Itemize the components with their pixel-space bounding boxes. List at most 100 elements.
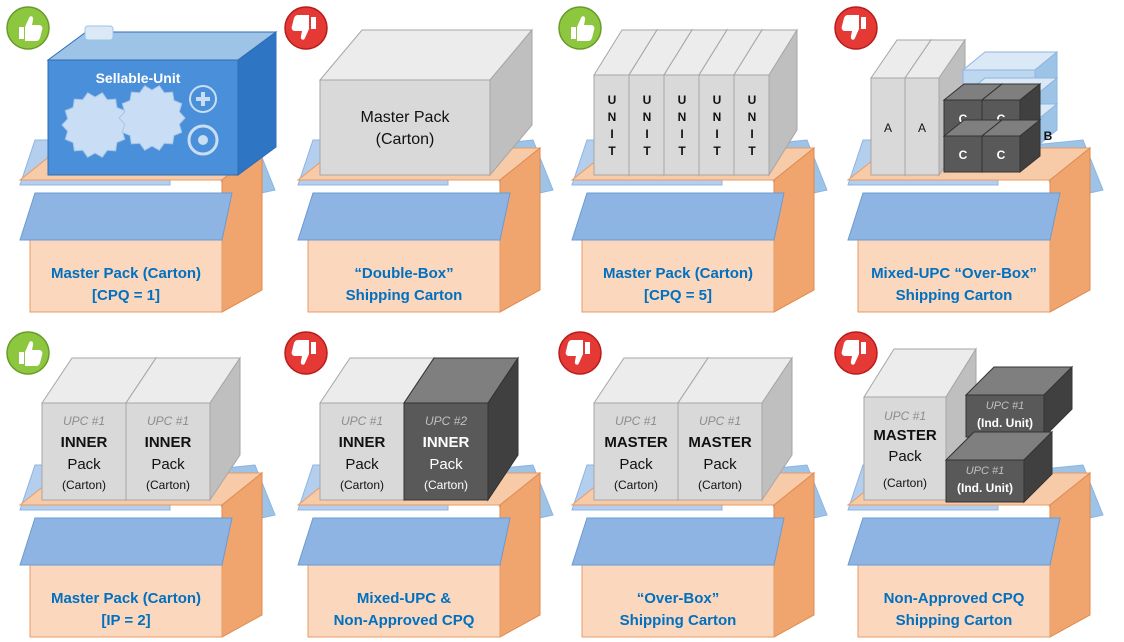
caption-line: Mixed-UPC “Over-Box” <box>871 265 1037 282</box>
carton-front-flap <box>297 517 511 566</box>
carton-front-flap <box>847 517 1061 566</box>
plus-cross <box>196 92 210 106</box>
thumb-cuff <box>571 27 576 39</box>
thumb-cuff <box>861 342 866 354</box>
unit-letter: U <box>608 93 617 107</box>
upc-label: UPC #1 <box>147 414 189 428</box>
unit-letter: T <box>678 144 686 158</box>
thumbs-up-icon <box>558 6 602 50</box>
carton-front <box>29 239 223 313</box>
box-front <box>628 74 665 176</box>
thumbs-down-icon <box>284 6 328 50</box>
caption-line: [CPQ = 1] <box>92 287 160 304</box>
thumb-cuff <box>861 17 866 29</box>
caption-line: Shipping Carton <box>346 287 463 304</box>
item-c: C <box>980 118 1042 174</box>
box-front <box>319 402 405 501</box>
unit-letter: I <box>610 127 613 141</box>
thumbs-down-icon <box>834 6 878 50</box>
pack-line-3: (Carton) <box>883 476 927 490</box>
thumbs-down-icon <box>284 331 328 375</box>
unit-title: Sellable-Unit <box>96 70 181 86</box>
carton-front <box>307 564 501 638</box>
caption-line: Non-Approved CPQ <box>334 612 475 629</box>
item-a-label: A <box>884 121 892 135</box>
ind-unit-box: UPC #1 (Ind. Unit) <box>964 365 1074 439</box>
unit-letter: U <box>678 93 687 107</box>
unit-letter: T <box>643 144 651 158</box>
caption-line: Non-Approved CPQ <box>884 590 1025 607</box>
item-c-label: C <box>997 148 1006 162</box>
upc-label: UPC #1 <box>966 465 1005 477</box>
carton-front <box>581 564 775 638</box>
pack-line-3: (Carton) <box>698 478 742 492</box>
thumb-hand <box>291 15 309 40</box>
target-icon <box>187 124 219 156</box>
caption-line: [IP = 2] <box>101 612 150 629</box>
thumb-cuff <box>311 342 316 354</box>
pack-line-3: (Carton) <box>340 478 384 492</box>
thumb-hand <box>565 340 583 365</box>
thumb-hand <box>841 15 859 40</box>
box-front <box>870 77 906 176</box>
unit-letter: N <box>748 110 757 124</box>
box-front <box>593 74 630 176</box>
box-front <box>904 77 940 176</box>
unit-letter: N <box>678 110 687 124</box>
carton-front-flap <box>19 517 233 566</box>
unit-letter: U <box>713 93 722 107</box>
box-label: Master Pack <box>361 109 451 126</box>
pack-line-1: INNER <box>339 434 386 451</box>
pack-line-1: MASTER <box>873 427 937 444</box>
carton-front <box>857 564 1051 638</box>
pack-line-1: INNER <box>61 434 108 451</box>
item-b-label: B <box>1044 129 1053 143</box>
thumb-hand <box>577 16 595 41</box>
carton-front <box>857 239 1051 313</box>
thumbs-down-icon <box>558 331 602 375</box>
starburst-graphic <box>61 92 129 158</box>
unit-letter: N <box>713 110 722 124</box>
pack-line-2: Pack <box>703 456 737 473</box>
pack-line-2: Pack <box>888 448 922 465</box>
pack-line-1: INNER <box>145 434 192 451</box>
pack-line-2: Pack <box>67 456 101 473</box>
unit-label: (Ind. Unit) <box>957 481 1013 495</box>
upc-label: UPC #1 <box>699 414 741 428</box>
sellable-unit-box: Sellable-Unit <box>46 25 278 176</box>
thumb-hand <box>841 340 859 365</box>
pack-line-3: (Carton) <box>614 478 658 492</box>
thumb-cuff <box>585 342 590 354</box>
panel-4: AABBBCCCCMixed-UPC “Over-Box”Shipping Ca… <box>834 6 1104 313</box>
pack-line-2: Pack <box>345 456 379 473</box>
pack-line-3: (Carton) <box>424 478 468 492</box>
thumb-cuff <box>19 27 24 39</box>
box-front <box>981 135 1021 173</box>
box-front <box>319 79 491 176</box>
pack-line-2: Pack <box>619 456 653 473</box>
caption-line: “Double-Box” <box>354 265 453 282</box>
cap <box>84 25 114 41</box>
pack-line-3: (Carton) <box>62 478 106 492</box>
box-front <box>945 459 1025 503</box>
upc-label: UPC #1 <box>986 400 1025 412</box>
unit-letter: T <box>748 144 756 158</box>
caption-line: “Over-Box” <box>637 590 720 607</box>
thumbs-up-icon <box>6 331 50 375</box>
carton-front-flap <box>571 192 785 241</box>
pack-line-3: (Carton) <box>146 478 190 492</box>
panel-8: UPC #1 MASTER Pack (Carton) UPC #1 (Ind. Unit… <box>834 331 1104 638</box>
box-front <box>677 402 763 501</box>
unit-label: (Ind. Unit) <box>977 416 1033 430</box>
caption-line: Master Pack (Carton) <box>603 265 753 282</box>
thumb-hand <box>25 341 43 366</box>
upc-label: UPC #1 <box>341 414 383 428</box>
